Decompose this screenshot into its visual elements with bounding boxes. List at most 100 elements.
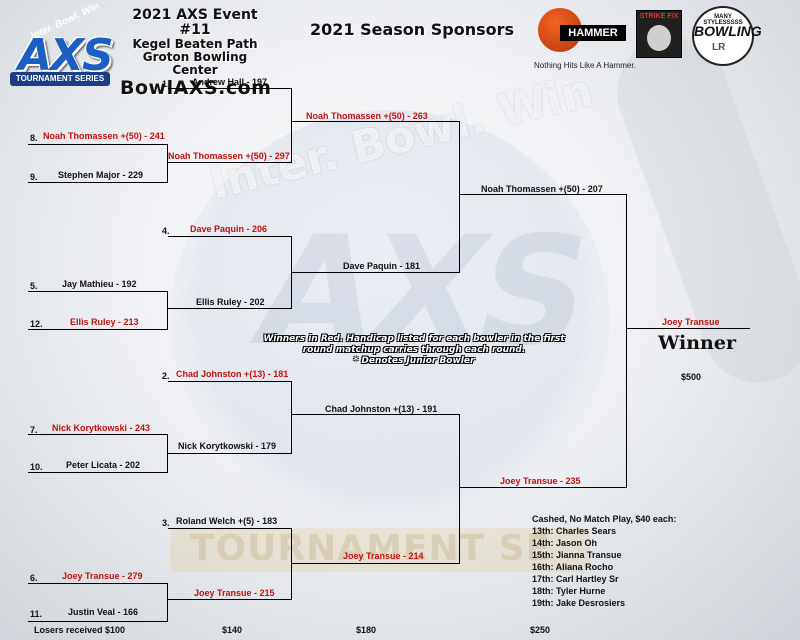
bracket-line xyxy=(28,144,168,145)
seed-number: 1. xyxy=(162,79,170,89)
seed-number: 4. xyxy=(162,226,170,236)
champion-name: Joey Transue xyxy=(662,317,720,327)
bracket-line xyxy=(460,194,627,195)
round1-entry: Joey Transue - 279 xyxy=(62,571,143,581)
bracket-line xyxy=(28,291,168,292)
bracket-line xyxy=(626,194,627,488)
hammer-logo: HAMMER xyxy=(532,8,628,68)
bracket-line xyxy=(28,434,168,435)
bracket-line xyxy=(292,121,460,122)
bracket-line xyxy=(168,308,292,309)
round4-entry: Noah Thomassen +(50) - 207 xyxy=(481,184,603,194)
bracket-line xyxy=(168,236,292,237)
bracket-line xyxy=(292,272,460,273)
round3-entry: Dave Paquin - 181 xyxy=(343,261,421,271)
notes-line: Winners in Red. Handicap listed for each… xyxy=(263,334,565,344)
seed-number: 10. xyxy=(30,462,43,472)
bracket-line xyxy=(292,563,460,564)
watermark-banner xyxy=(170,528,590,572)
round2-entry: Ellis Ruley - 202 xyxy=(196,297,265,307)
round1-entry: Nick Korytkowski - 243 xyxy=(52,423,151,433)
round1-entry: Noah Thomassen +(50) - 241 xyxy=(43,131,165,141)
bracket-line xyxy=(167,291,168,330)
bracket-line xyxy=(28,329,168,330)
winner-label: Winner xyxy=(658,332,736,354)
bracket-line xyxy=(167,144,168,183)
seed-number: 2. xyxy=(162,371,170,381)
sponsors-title: 2021 Season Sponsors xyxy=(310,20,515,39)
seed-number: 7. xyxy=(30,425,38,435)
bracket-line xyxy=(28,583,168,584)
event-pattern: Kegel Beaten Path xyxy=(132,37,258,51)
strike-brand: STRIKE F/X xyxy=(639,13,679,20)
bracket-line xyxy=(291,88,292,163)
round1-entry: Peter Licata - 202 xyxy=(66,460,141,470)
axs-logo: Inter. Bowl. Win AXS TOURNAMENT SERIES xyxy=(6,1,114,90)
hammer-brand: HAMMER xyxy=(560,25,626,41)
round4-entry: Joey Transue - 235 xyxy=(500,476,581,486)
logo-banner-text: TOURNAMENT SERIES xyxy=(10,72,110,86)
seed-number: 5. xyxy=(30,281,38,291)
payout-round2: $140 xyxy=(222,625,243,635)
notes-line: * Denotes Junior Bowler xyxy=(353,356,475,366)
round2-entry: Noah Thomassen +(50) - 297 xyxy=(168,151,290,161)
watermark-banner-text: TOURNAMENT SE xyxy=(190,528,552,569)
cashed-entry: 19th: Jake Desrosiers xyxy=(532,598,626,608)
event-venue: Groton Bowling Center xyxy=(142,50,248,77)
round1-entry: Stephen Major - 229 xyxy=(58,170,144,180)
payout-round4: $250 xyxy=(530,625,551,635)
notes-line: round matchup carries through each round… xyxy=(302,345,526,355)
event-title: 2021 AXS Event #11 Kegel Beaten Path Gro… xyxy=(120,8,271,100)
bracket-line xyxy=(291,236,292,309)
winner-prize: $500 xyxy=(681,372,702,382)
round1-entry: Roland Welch +(5) - 183 xyxy=(176,516,278,526)
bracket-line xyxy=(168,162,292,163)
skull-icon xyxy=(647,25,671,51)
bracket-notes: Winners in Red. Handicap listed for each… xyxy=(244,334,584,367)
seed-number: 3. xyxy=(162,518,170,528)
cashed-entry: 18th: Tyler Hurne xyxy=(532,586,606,596)
seed-number: 9. xyxy=(30,172,38,182)
cashed-entry: 13th: Charles Sears xyxy=(532,526,617,536)
bracket-line xyxy=(459,414,460,564)
round3-entry: Chad Johnston +(13) - 191 xyxy=(325,404,438,414)
cashed-list: Cashed, No Match Play, $40 each: 13th: C… xyxy=(532,513,676,609)
bracket-line xyxy=(459,121,460,273)
many-logo-line1: MANY STYLESSSSS xyxy=(703,14,743,26)
round1-entry: Dave Paquin - 206 xyxy=(190,224,268,234)
round1-entry: Ellis Ruley - 213 xyxy=(70,317,139,327)
round2-entry: Nick Korytkowski - 179 xyxy=(178,441,277,451)
seed-number: 6. xyxy=(30,573,38,583)
round3-entry: Noah Thomassen +(50) - 263 xyxy=(306,111,428,121)
hammer-tagline: Nothing Hits Like A Hammer. xyxy=(534,61,636,70)
payout-round3: $180 xyxy=(356,625,377,635)
many-logo-line3: LR xyxy=(712,42,726,53)
bracket-line xyxy=(291,381,292,454)
round2-entry: Joey Transue - 215 xyxy=(194,588,275,598)
bracket-line xyxy=(168,599,292,600)
cashed-title: Cashed, No Match Play, $40 each: xyxy=(532,514,677,524)
round3-entry: Joey Transue - 214 xyxy=(343,551,424,561)
cashed-entry: 14th: Jason Oh xyxy=(532,538,598,548)
seed-number: 12. xyxy=(30,319,43,329)
seed-number: 8. xyxy=(30,133,38,143)
bracket-line xyxy=(28,472,168,473)
cashed-entry: 16th: Aliana Rocho xyxy=(532,562,614,572)
bracket-line xyxy=(167,583,168,622)
many-styles-logo: MANY STYLESSSSS BOWLING LR xyxy=(692,6,762,66)
cashed-entry: 15th: Jianna Transue xyxy=(532,550,622,560)
round1-entry: Chad Johnston +(13) - 181 xyxy=(176,369,289,379)
seed-number: 11. xyxy=(30,609,43,619)
bracket-line xyxy=(168,453,292,454)
logo-watermark xyxy=(170,110,610,530)
round1-entry: Justin Veal - 166 xyxy=(68,607,139,617)
bracket-line xyxy=(167,434,168,473)
strike-fx-logo: STRIKE F/X xyxy=(636,10,682,58)
bracket-line xyxy=(627,328,750,329)
payout-losers: Losers received $100 xyxy=(34,625,126,635)
bracket-line xyxy=(460,487,627,488)
bracket-line xyxy=(28,182,168,183)
round1-entry: Andrew Hall - 197 xyxy=(192,77,268,87)
bracket-line xyxy=(28,621,168,622)
